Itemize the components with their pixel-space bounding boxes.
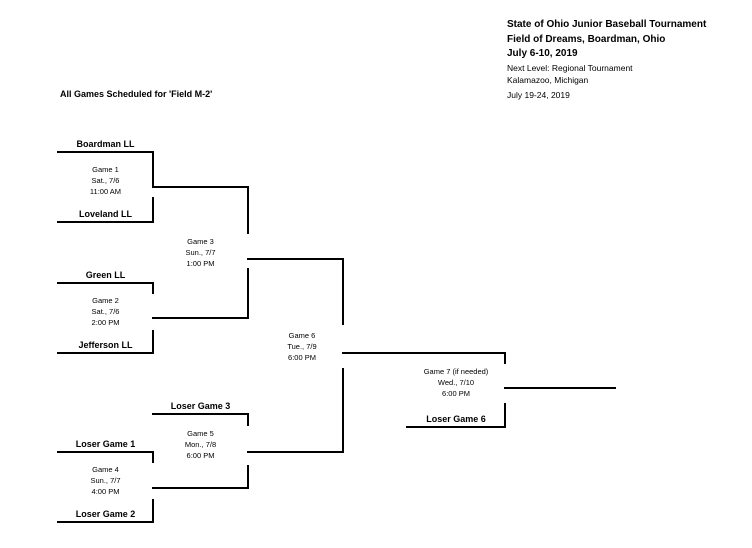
line-game6-winner	[342, 352, 506, 354]
game3-date: Sun., 7/7	[185, 248, 216, 257]
line-game4-lower	[152, 499, 154, 523]
team-loser-game3: Loser Game 3	[170, 401, 231, 411]
game6-name: Game 6	[288, 331, 316, 340]
line-game6-lower	[342, 368, 344, 453]
team-loser-game2: Loser Game 2	[75, 509, 136, 519]
game3-name: Game 3	[187, 237, 214, 246]
team-jefferson: Jefferson LL	[78, 340, 133, 350]
game7-time: 6:00 PM	[442, 389, 470, 398]
team-loser-game6: Loser Game 6	[426, 414, 486, 424]
line-game1-upper	[152, 151, 154, 188]
line-green	[57, 282, 154, 284]
line-game1-winner	[152, 186, 249, 188]
game4-name: Game 4	[92, 465, 119, 474]
game6-info: Game 6 Tue., 7/9 6:00 PM	[247, 330, 357, 363]
line-loser-game3	[152, 413, 249, 415]
line-jefferson	[57, 352, 154, 354]
line-game2-winner	[152, 317, 249, 319]
next-level: Next Level: Regional Tournament	[507, 63, 633, 73]
line-game4-winner	[152, 487, 249, 489]
line-game3-lower	[247, 268, 249, 319]
line-game5-winner	[247, 451, 344, 453]
line-loveland	[57, 221, 154, 223]
game1-name: Game 1	[92, 165, 119, 174]
team-loser-game1: Loser Game 1	[75, 439, 136, 449]
game1-info: Game 1 Sat., 7/6 11:00 AM	[57, 164, 154, 197]
game2-date: Sat., 7/6	[91, 307, 120, 316]
line-game4-upper	[152, 451, 154, 463]
team-green: Green LL	[85, 270, 126, 280]
schedule-note: All Games Scheduled for 'Field M-2'	[60, 89, 213, 99]
game1-time: 11:00 AM	[89, 187, 122, 196]
line-game2-lower	[152, 330, 154, 354]
line-game2-upper	[152, 282, 154, 294]
line-game7-lower	[504, 403, 506, 428]
team-loveland: Loveland LL	[78, 209, 132, 219]
line-loser-game6	[406, 426, 506, 428]
line-boardman	[57, 151, 154, 153]
line-game7-upper	[504, 352, 506, 364]
game5-info: Game 5 Mon., 7/8 6:00 PM	[152, 428, 249, 461]
game6-time: 6:00 PM	[288, 353, 316, 362]
team-boardman: Boardman LL	[76, 139, 135, 149]
tournament-venue: Field of Dreams, Boardman, Ohio	[507, 34, 666, 45]
tournament-title: State of Ohio Junior Baseball Tournament	[507, 19, 707, 30]
game4-time: 4:00 PM	[91, 487, 120, 496]
line-game3-upper	[247, 186, 249, 234]
next-level-location: Kalamazoo, Michigan	[507, 75, 589, 85]
line-champion	[504, 387, 616, 389]
game2-info: Game 2 Sat., 7/6 2:00 PM	[57, 295, 154, 328]
line-game3-winner	[247, 258, 344, 260]
game2-time: 2:00 PM	[91, 318, 120, 327]
game3-info: Game 3 Sun., 7/7 1:00 PM	[152, 236, 249, 269]
line-game6-upper	[342, 258, 344, 325]
game1-date: Sat., 7/6	[91, 176, 120, 185]
game4-info: Game 4 Sun., 7/7 4:00 PM	[57, 464, 154, 497]
line-loser-game1	[57, 451, 154, 453]
line-game1-lower	[152, 197, 154, 223]
next-level-dates: July 19-24, 2019	[507, 90, 570, 100]
line-loser-game2	[57, 521, 154, 523]
game5-time: 6:00 PM	[186, 451, 215, 460]
tournament-dates: July 6-10, 2019	[507, 48, 578, 59]
game2-name: Game 2	[92, 296, 119, 305]
line-game5-lower	[247, 465, 249, 489]
game3-time: 1:00 PM	[186, 259, 215, 268]
line-game5-upper	[247, 413, 249, 426]
game5-date: Mon., 7/8	[184, 440, 217, 449]
game6-date: Tue., 7/9	[287, 342, 317, 351]
game5-name: Game 5	[187, 429, 214, 438]
game7-name: Game 7 (if needed)	[423, 367, 489, 376]
game7-info: Game 7 (if needed) Wed., 7/10 6:00 PM	[406, 366, 506, 399]
game7-date: Wed., 7/10	[437, 378, 475, 387]
game4-date: Sun., 7/7	[90, 476, 121, 485]
